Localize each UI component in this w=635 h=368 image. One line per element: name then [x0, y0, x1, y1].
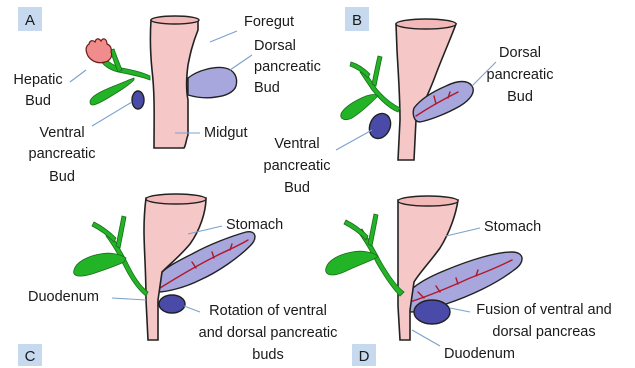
- label-rotation-c-2: and dorsal pancreatic: [199, 325, 338, 341]
- panel-b-letter: B: [352, 12, 362, 29]
- leader-dorsal-a: [230, 55, 252, 70]
- ventral-pancreatic-bud-b: [365, 110, 394, 142]
- label-foregut: Foregut: [244, 14, 294, 30]
- gut-opening-b: [396, 19, 456, 29]
- dorsal-pancreatic-bud: [188, 67, 237, 97]
- hepatic-duct-c: [92, 216, 126, 248]
- leader-duodenum-c: [112, 298, 146, 300]
- hepatic-bud: [86, 39, 111, 63]
- leader-fusion-d: [450, 308, 470, 312]
- gallbladder-d: [326, 251, 378, 275]
- leader-duodenum-d: [412, 330, 440, 346]
- label-ventral-a-3: Bud: [49, 169, 75, 185]
- label-dorsal-b-1: Dorsal: [499, 45, 541, 61]
- panel-c-letter: C: [25, 348, 36, 365]
- label-rotation-c-1: Rotation of ventral: [209, 303, 327, 319]
- ventral-pancreas-d: [414, 300, 450, 324]
- stomach-opening-c: [146, 194, 206, 204]
- label-midgut: Midgut: [204, 125, 248, 141]
- leader-rotation-c: [184, 306, 200, 312]
- gallbladder-c: [74, 253, 126, 276]
- label-dorsal-a-2: pancreatic: [254, 59, 321, 75]
- label-duodenum-c: Duodenum: [28, 289, 99, 305]
- leader-foregut: [210, 31, 237, 42]
- hepatic-duct-d: [344, 214, 378, 246]
- label-stomach-c: Stomach: [226, 217, 283, 233]
- label-fusion-d-2: dorsal pancreas: [492, 324, 595, 340]
- label-ventral-b-3: Bud: [284, 180, 310, 196]
- label-rotation-c-3: buds: [252, 347, 283, 363]
- label-dorsal-b-2: pancreatic: [487, 67, 554, 83]
- label-hepatic-1: Hepatic: [13, 72, 62, 88]
- label-ventral-a-2: pancreatic: [29, 146, 96, 162]
- label-stomach-d: Stomach: [484, 219, 541, 235]
- label-hepatic-2: Bud: [25, 93, 51, 109]
- foregut-opening: [151, 16, 199, 24]
- ventral-pancreatic-bud-c: [159, 295, 185, 313]
- leader-ventral-a: [92, 102, 132, 126]
- ventral-pancreatic-bud: [132, 91, 144, 109]
- stomach-opening-d: [398, 196, 458, 206]
- label-dorsal-a-3: Bud: [254, 80, 280, 96]
- label-ventral-b-1: Ventral: [274, 136, 319, 152]
- gallbladder-b: [341, 95, 378, 120]
- panel-b: B Dorsal pancreatic Bud Ventral pancreat…: [264, 7, 554, 196]
- leader-hepatic: [70, 70, 86, 82]
- label-duodenum-d: Duodenum: [444, 346, 515, 362]
- panel-d: D Stomach Fusion of ventral and dorsal p…: [326, 196, 612, 366]
- leader-stomach-d: [446, 228, 480, 236]
- label-ventral-b-2: pancreatic: [264, 158, 331, 174]
- label-dorsal-a-1: Dorsal: [254, 38, 296, 54]
- label-ventral-a-1: Ventral: [39, 125, 84, 141]
- leader-ventral-b: [336, 130, 372, 150]
- label-fusion-d-1: Fusion of ventral and: [476, 302, 611, 318]
- panel-d-letter: D: [359, 348, 370, 365]
- label-dorsal-b-3: Bud: [507, 89, 533, 105]
- gallbladder: [90, 78, 134, 105]
- panel-c: C Stomach Duodenum Rotation of ventral a…: [18, 194, 337, 366]
- panel-a-letter: A: [25, 12, 35, 29]
